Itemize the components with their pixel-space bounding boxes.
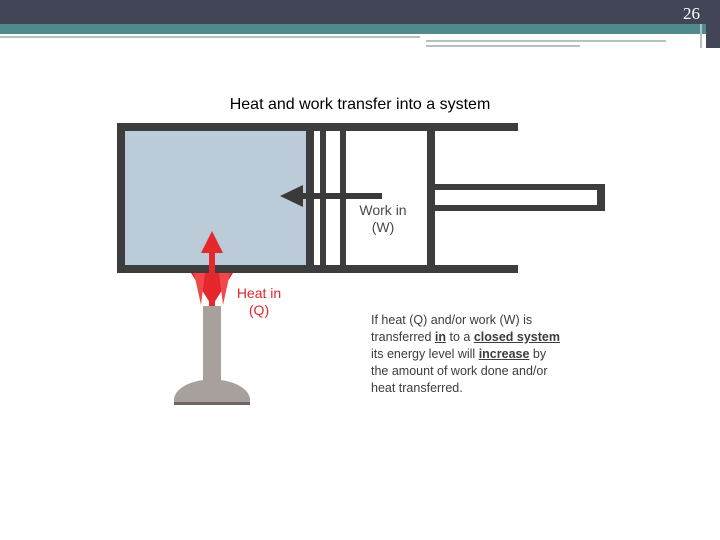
flame-icon	[219, 273, 230, 305]
piston-back	[427, 131, 435, 265]
decorative-line	[0, 36, 420, 38]
burner-base	[174, 380, 250, 404]
piston-rod	[435, 205, 605, 211]
header-corner-block	[706, 24, 720, 48]
cylinder-bottom-wall	[117, 265, 518, 273]
heat-in-label: Heat in (Q)	[236, 285, 282, 318]
underlined-increase: increase	[478, 347, 530, 361]
underlined-closed-system: closed system	[473, 330, 560, 344]
page-number: 26	[683, 4, 700, 23]
flame-icon	[194, 273, 205, 305]
burner-base-shadow	[174, 402, 250, 405]
cylinder-left-wall	[117, 123, 125, 273]
description-text: If heat (Q) and/or work (W) is transferr…	[371, 313, 560, 395]
work-in-label: Work in (W)	[359, 202, 407, 235]
underlined-in: in	[434, 330, 447, 344]
work-arrow-shaft	[300, 193, 382, 199]
decorative-line	[426, 45, 580, 47]
piston-rod	[435, 184, 605, 190]
piston-rod-end	[597, 184, 605, 211]
decorative-line	[426, 40, 666, 42]
header-accent-bar	[0, 24, 720, 34]
decorative-line	[700, 24, 702, 48]
slide-title: Heat and work transfer into a system	[229, 96, 491, 113]
header-bar	[0, 0, 720, 24]
heat-arrow-icon	[201, 231, 223, 253]
work-arrow-icon	[280, 185, 303, 207]
burner-stem	[203, 306, 221, 382]
cylinder-top-wall	[117, 123, 518, 131]
